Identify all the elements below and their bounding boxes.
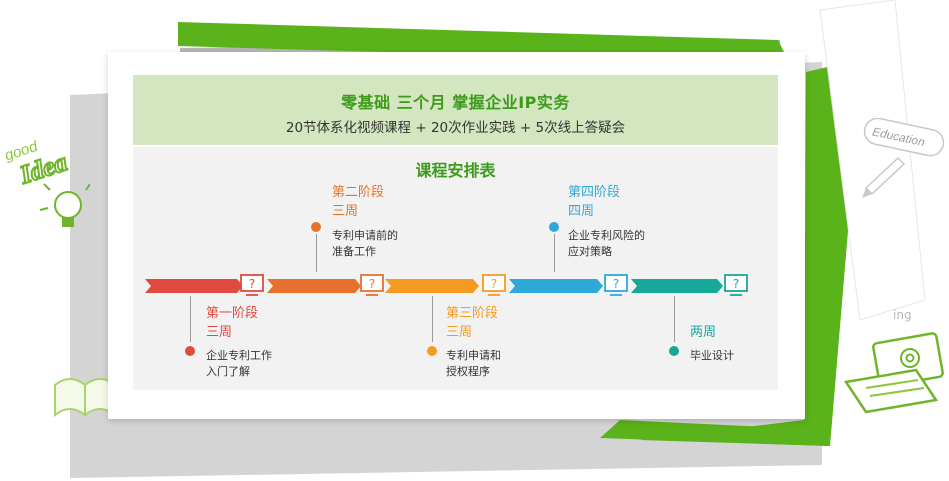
stage-1-desc-line: 入门了解 xyxy=(206,364,272,380)
stage-3-connector xyxy=(432,296,433,342)
pencil-icon xyxy=(862,158,904,198)
stage-1-desc: 企业专利工作 入门了解 xyxy=(206,348,272,380)
timeline-segment-2 xyxy=(267,279,361,293)
idea-doodle: good Idea xyxy=(0,120,90,250)
stage-4-connector xyxy=(554,234,555,272)
stage-1-connector xyxy=(190,296,191,342)
stage-3-label: 第三阶段 三周 xyxy=(446,304,498,342)
stage-3-dot xyxy=(427,346,437,356)
stage-2-label: 第二阶段 三周 xyxy=(332,183,384,221)
course-header: 零基础 三个月 掌握企业IP实务 20节体系化视频课程 + 20次作业实践 + … xyxy=(133,75,778,145)
stage-1-duration: 三周 xyxy=(206,323,258,342)
stage-5-desc-line: 毕业设计 xyxy=(690,348,734,364)
timeline-segment-4 xyxy=(509,279,603,293)
stage-2-desc-line: 专利申请前的 xyxy=(332,228,398,244)
course-headline: 零基础 三个月 掌握企业IP实务 xyxy=(133,89,778,113)
stage-3-name: 第三阶段 xyxy=(446,304,498,323)
stage-5-desc: 毕业设计 xyxy=(690,348,734,364)
stage-5-label: 两周 xyxy=(690,323,716,342)
stage-5-duration: 两周 xyxy=(690,323,716,342)
lightbulb-icon xyxy=(40,184,90,227)
svg-text:?: ? xyxy=(491,277,497,291)
timeline-segment-3 xyxy=(385,279,479,293)
stage-1-name: 第一阶段 xyxy=(206,304,258,323)
monitor-icon-5: ? xyxy=(725,275,747,295)
stage-3-desc-line: 授权程序 xyxy=(446,364,501,380)
stage-4-desc-line: 企业专利风险的 xyxy=(568,228,645,244)
stage-2-connector xyxy=(316,234,317,272)
laptop-icon xyxy=(836,330,948,420)
course-subtitle: 20节体系化视频课程 + 20次作业实践 + 5次线上答疑会 xyxy=(133,116,778,136)
stage-4-label: 第四阶段 四周 xyxy=(568,183,620,221)
stage-4-desc: 企业专利风险的 应对策略 xyxy=(568,228,645,260)
schedule-title: 课程安排表 xyxy=(133,157,778,181)
stage-3-desc: 专利申请和 授权程序 xyxy=(446,348,501,380)
stage-5-dot xyxy=(669,346,679,356)
stage-3-duration: 三周 xyxy=(446,323,498,342)
stage-4-desc-line: 应对策略 xyxy=(568,244,645,260)
stage-3-desc-line: 专利申请和 xyxy=(446,348,501,364)
timeline: ? ? ? ? ? xyxy=(145,272,755,300)
svg-text:?: ? xyxy=(249,277,255,291)
monitor-icon-1: ? xyxy=(241,275,263,295)
stage-5-connector xyxy=(674,296,675,342)
fragment-word: ing xyxy=(893,308,912,322)
stage-1-desc-line: 企业专利工作 xyxy=(206,348,272,364)
timeline-segment-5 xyxy=(631,279,723,293)
stage-2-duration: 三周 xyxy=(332,202,384,221)
monitor-icon-4: ? xyxy=(605,275,627,295)
stage-2-desc-line: 准备工作 xyxy=(332,244,398,260)
svg-text:?: ? xyxy=(369,277,375,291)
education-doodle: Education xyxy=(858,118,949,198)
svg-text:?: ? xyxy=(613,277,619,291)
stage-2-name: 第二阶段 xyxy=(332,183,384,202)
monitor-icon-3: ? xyxy=(483,275,505,295)
stage-4-name: 第四阶段 xyxy=(568,183,620,202)
stage-1-label: 第一阶段 三周 xyxy=(206,304,258,342)
svg-text:?: ? xyxy=(733,277,739,291)
monitor-icon-2: ? xyxy=(361,275,383,295)
stage-4-duration: 四周 xyxy=(568,202,620,221)
timeline-segment-1 xyxy=(145,279,243,293)
stage-2-dot xyxy=(311,222,321,232)
stage-4-dot xyxy=(549,222,559,232)
stage-2-desc: 专利申请前的 准备工作 xyxy=(332,228,398,260)
stage-1-dot xyxy=(185,346,195,356)
